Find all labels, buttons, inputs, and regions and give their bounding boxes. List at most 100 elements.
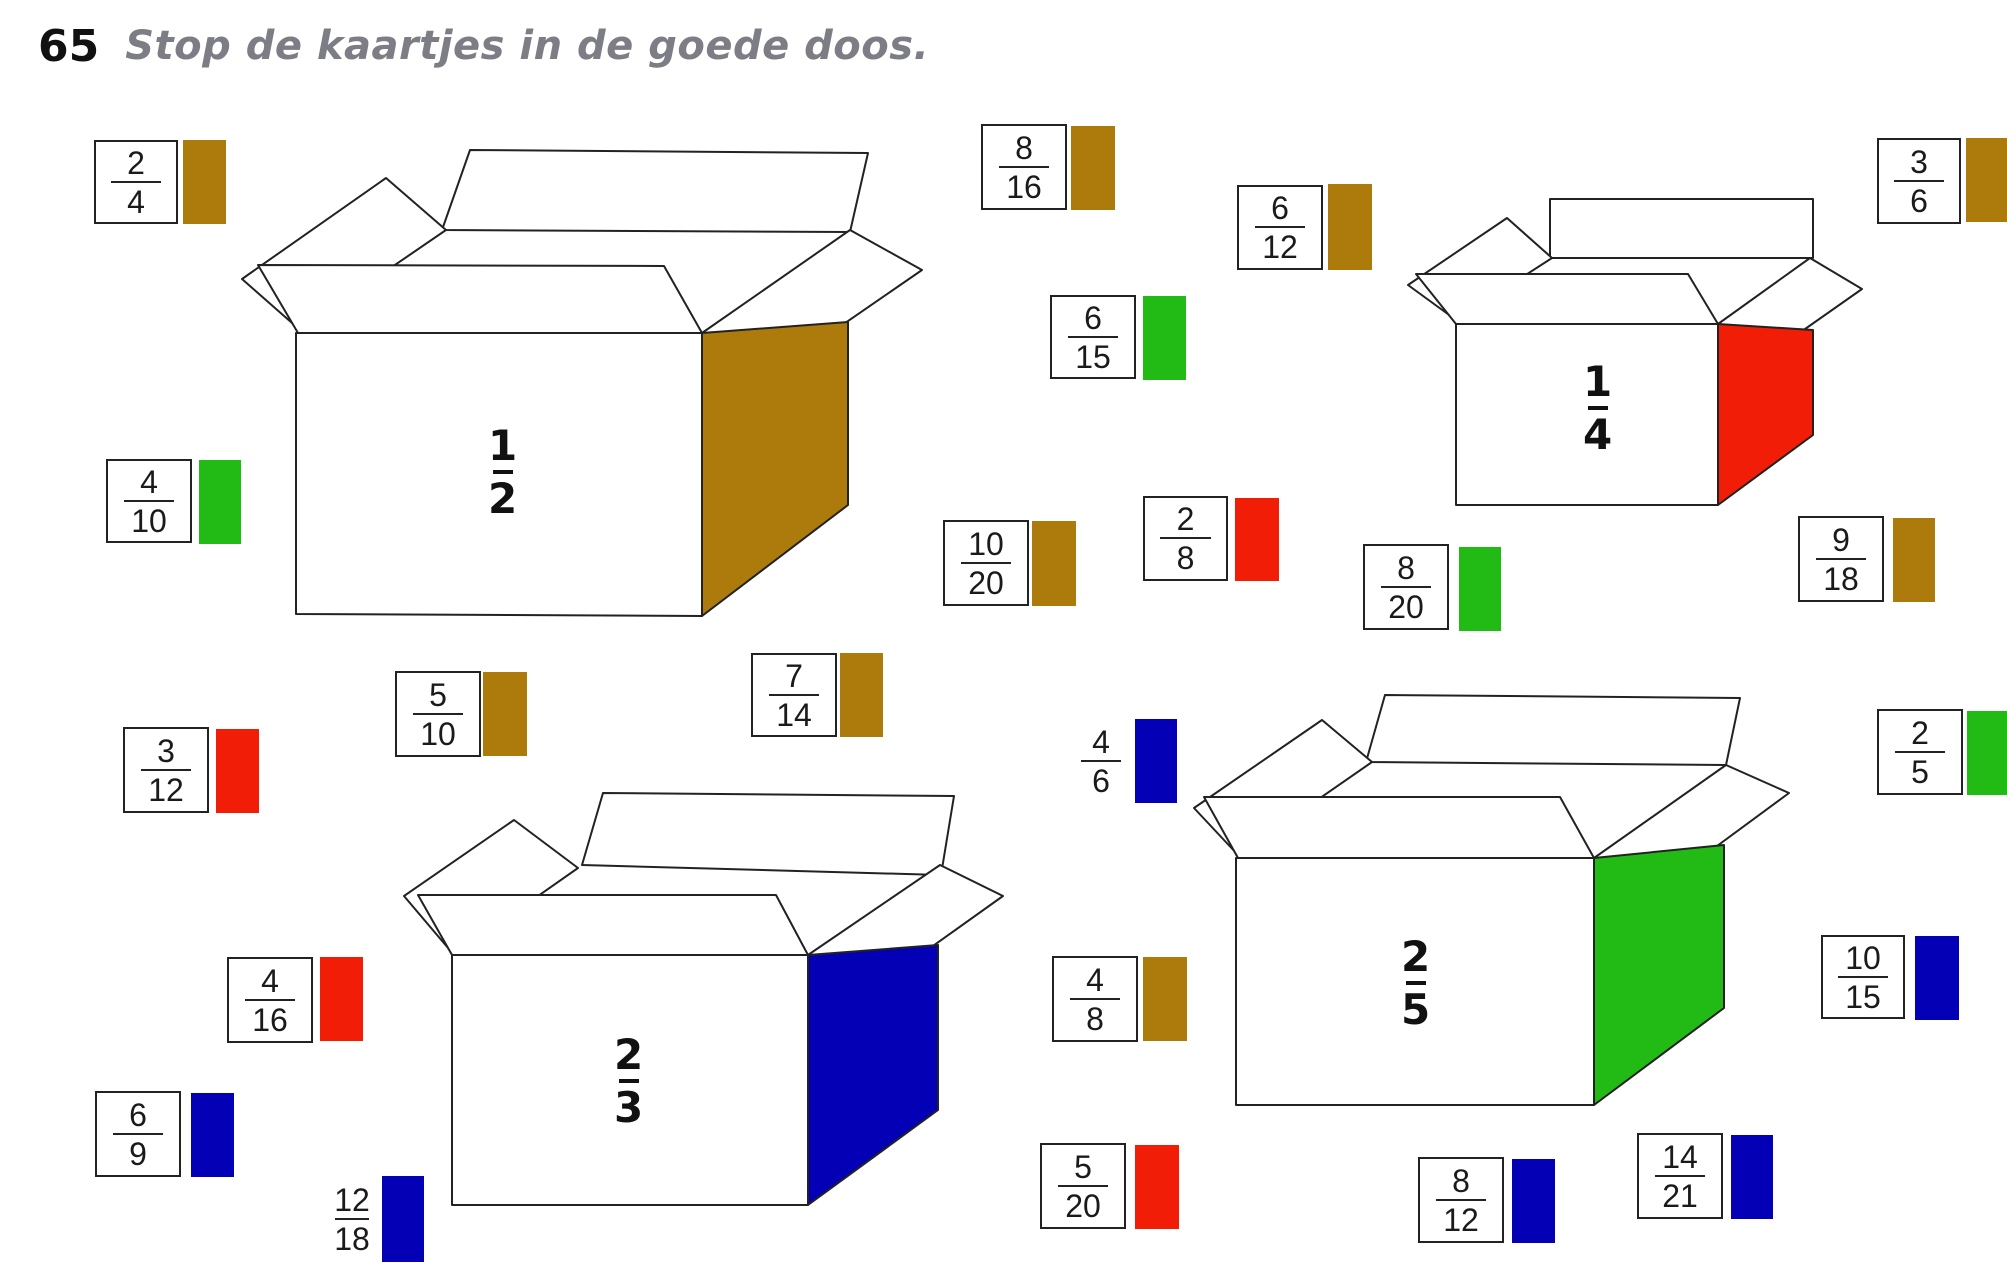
card-color-tab-green[interactable] <box>199 460 241 544</box>
card-color-tab-red[interactable] <box>216 729 259 813</box>
card-color-tab-green[interactable] <box>1459 547 1501 631</box>
card-denominator: 20 <box>1065 1187 1101 1224</box>
fraction-card[interactable]: 7 14 <box>751 653 837 737</box>
fraction-card[interactable]: 8 12 <box>1418 1157 1504 1243</box>
card-numerator: 8 <box>1452 1162 1470 1199</box>
fraction-bar <box>998 165 1050 168</box>
card-numerator: 5 <box>1074 1148 1092 1185</box>
box-two-fifths-front-left-flap <box>1203 796 1595 859</box>
card-denominator: 15 <box>1075 338 1111 375</box>
card-numerator: 8 <box>1015 129 1033 166</box>
fraction-card[interactable]: 10 15 <box>1821 935 1905 1019</box>
exercise-number: 65 <box>38 20 100 72</box>
fraction-card[interactable]: 2 8 <box>1143 496 1228 581</box>
card-color-tab-gold[interactable] <box>1032 521 1076 606</box>
card-color-tab-green[interactable] <box>1143 296 1186 380</box>
fraction-card[interactable]: 9 18 <box>1798 516 1884 602</box>
box-label-numerator: 2 <box>614 1030 644 1079</box>
card-color-tab-gold[interactable] <box>1328 184 1372 270</box>
fraction-bar <box>123 499 175 502</box>
box-label-numerator: 1 <box>488 421 518 470</box>
box-label-numerator: 2 <box>1401 932 1431 981</box>
card-numerator: 12 <box>334 1181 370 1218</box>
box-quarter-front-left-flap <box>1415 273 1719 325</box>
fraction-card[interactable]: 3 6 <box>1877 138 1961 224</box>
card-color-tab-gold[interactable] <box>840 653 883 737</box>
card-denominator: 4 <box>127 183 145 220</box>
box-label-two-thirds: 2 3 <box>614 1033 643 1130</box>
card-numerator: 4 <box>261 962 279 999</box>
card-color-tab-gold[interactable] <box>1966 138 2007 222</box>
card-color-tab-gold[interactable] <box>183 140 226 224</box>
box-label-quarter: 1 4 <box>1583 360 1612 457</box>
card-denominator: 21 <box>1662 1177 1698 1214</box>
fraction-card[interactable]: 4 10 <box>106 459 192 543</box>
card-numerator: 4 <box>1086 961 1104 998</box>
card-color-tab-green[interactable] <box>1967 711 2007 795</box>
fraction-card[interactable]: 5 20 <box>1040 1143 1126 1229</box>
card-color-tab-blue[interactable] <box>191 1093 234 1177</box>
box-quarter[interactable] <box>1407 198 1863 506</box>
fraction-card[interactable]: 4 8 <box>1052 956 1138 1042</box>
card-color-tab-red[interactable] <box>320 957 363 1041</box>
fraction-card[interactable]: 14 21 <box>1637 1133 1723 1219</box>
card-denominator: 8 <box>1176 540 1195 576</box>
card-color-tab-gold[interactable] <box>1893 518 1935 602</box>
card-color-tab-red[interactable] <box>1235 498 1279 581</box>
card-color-tab-gold[interactable] <box>483 672 527 756</box>
card-numerator: 8 <box>1397 549 1415 586</box>
card-numerator: 3 <box>157 732 175 769</box>
fraction-bar <box>1894 750 1946 753</box>
card-denominator: 10 <box>420 715 456 752</box>
card-color-tab-blue[interactable] <box>1731 1135 1773 1219</box>
box-label-denominator: 3 <box>614 1083 644 1132</box>
fraction-card[interactable]: 10 20 <box>943 520 1029 606</box>
fraction-card[interactable]: 12 18 <box>322 1176 382 1262</box>
card-color-tab-blue[interactable] <box>382 1176 424 1262</box>
card-denominator: 20 <box>1388 588 1424 625</box>
card-color-tab-gold[interactable] <box>1071 126 1115 210</box>
box-two-thirds[interactable] <box>403 792 1004 1206</box>
fraction-bar <box>1057 1184 1109 1187</box>
card-color-tab-blue[interactable] <box>1915 936 1959 1020</box>
card-color-tab-red[interactable] <box>1135 1145 1179 1229</box>
card-denominator: 9 <box>129 1135 147 1172</box>
fraction-card[interactable]: 3 12 <box>123 727 209 813</box>
box-quarter-front <box>1455 323 1719 506</box>
card-color-tab-blue[interactable] <box>1512 1159 1555 1243</box>
card-color-tab-blue[interactable] <box>1135 719 1177 803</box>
fraction-card[interactable]: 5 10 <box>395 671 481 757</box>
card-numerator: 14 <box>1662 1138 1698 1175</box>
fraction-bar <box>334 1217 370 1220</box>
fraction-bar <box>412 712 464 715</box>
card-denominator: 12 <box>148 771 184 808</box>
card-numerator: 10 <box>1845 939 1881 976</box>
card-denominator: 16 <box>1006 168 1042 205</box>
box-half[interactable] <box>241 149 923 617</box>
fraction-bar <box>111 180 161 183</box>
fraction-card[interactable]: 2 4 <box>94 140 178 224</box>
fraction-card[interactable]: 6 9 <box>95 1091 181 1177</box>
fraction-card[interactable]: 6 15 <box>1050 295 1136 379</box>
box-label-denominator: 2 <box>488 474 518 523</box>
card-denominator: 6 <box>1910 182 1928 219</box>
card-numerator: 6 <box>1084 299 1102 336</box>
card-color-tab-gold[interactable] <box>1143 957 1187 1041</box>
card-numerator: 4 <box>140 463 158 500</box>
box-two-thirds-back-flap <box>581 792 955 876</box>
card-numerator: 9 <box>1832 521 1850 558</box>
box-label-denominator: 4 <box>1583 410 1613 459</box>
fraction-card[interactable]: 6 12 <box>1237 185 1323 270</box>
fraction-card[interactable]: 2 5 <box>1877 709 1963 795</box>
fraction-bar <box>768 693 820 696</box>
box-half-front-left-flap <box>257 264 703 334</box>
box-two-fifths[interactable] <box>1193 694 1790 1106</box>
fraction-card[interactable]: 8 20 <box>1363 544 1449 630</box>
box-label-two-fifths: 2 5 <box>1401 935 1430 1032</box>
box-half-side <box>701 321 849 617</box>
fraction-bar <box>244 998 296 1001</box>
fraction-card[interactable]: 4 6 <box>1067 718 1135 804</box>
fraction-card[interactable]: 4 16 <box>227 957 313 1043</box>
fraction-card[interactable]: 8 16 <box>981 124 1067 210</box>
